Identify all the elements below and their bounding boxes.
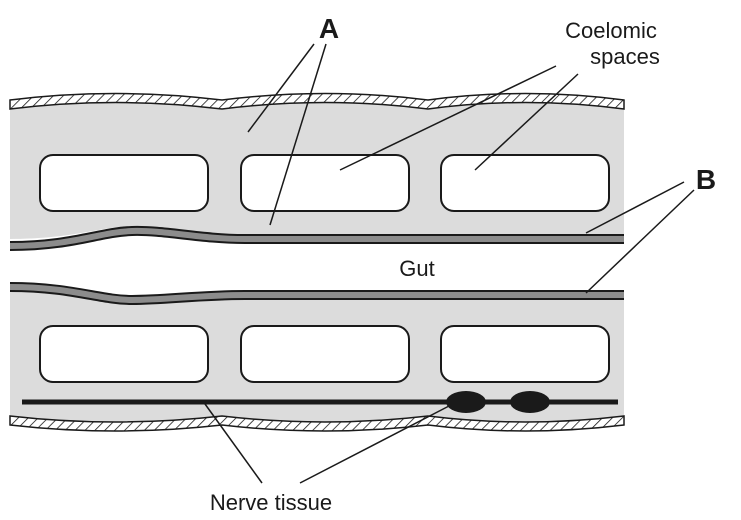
coelomic-space bbox=[441, 326, 609, 382]
ganglion bbox=[446, 391, 486, 413]
label-a: A bbox=[319, 13, 339, 44]
coelomic-space bbox=[441, 155, 609, 211]
coelomic-space bbox=[40, 155, 208, 211]
label-coelomic-line1: Coelomic bbox=[565, 18, 657, 43]
label-gut: Gut bbox=[399, 256, 434, 281]
coelomic-space bbox=[40, 326, 208, 382]
label-nerve-tissue: Nerve tissue bbox=[210, 490, 332, 515]
lower-body-section bbox=[10, 287, 624, 431]
label-coelomic-line2: spaces bbox=[590, 44, 660, 69]
label-b: B bbox=[696, 164, 716, 195]
coelomic-space bbox=[241, 326, 409, 382]
ganglion bbox=[510, 391, 550, 413]
coelomic-space bbox=[241, 155, 409, 211]
